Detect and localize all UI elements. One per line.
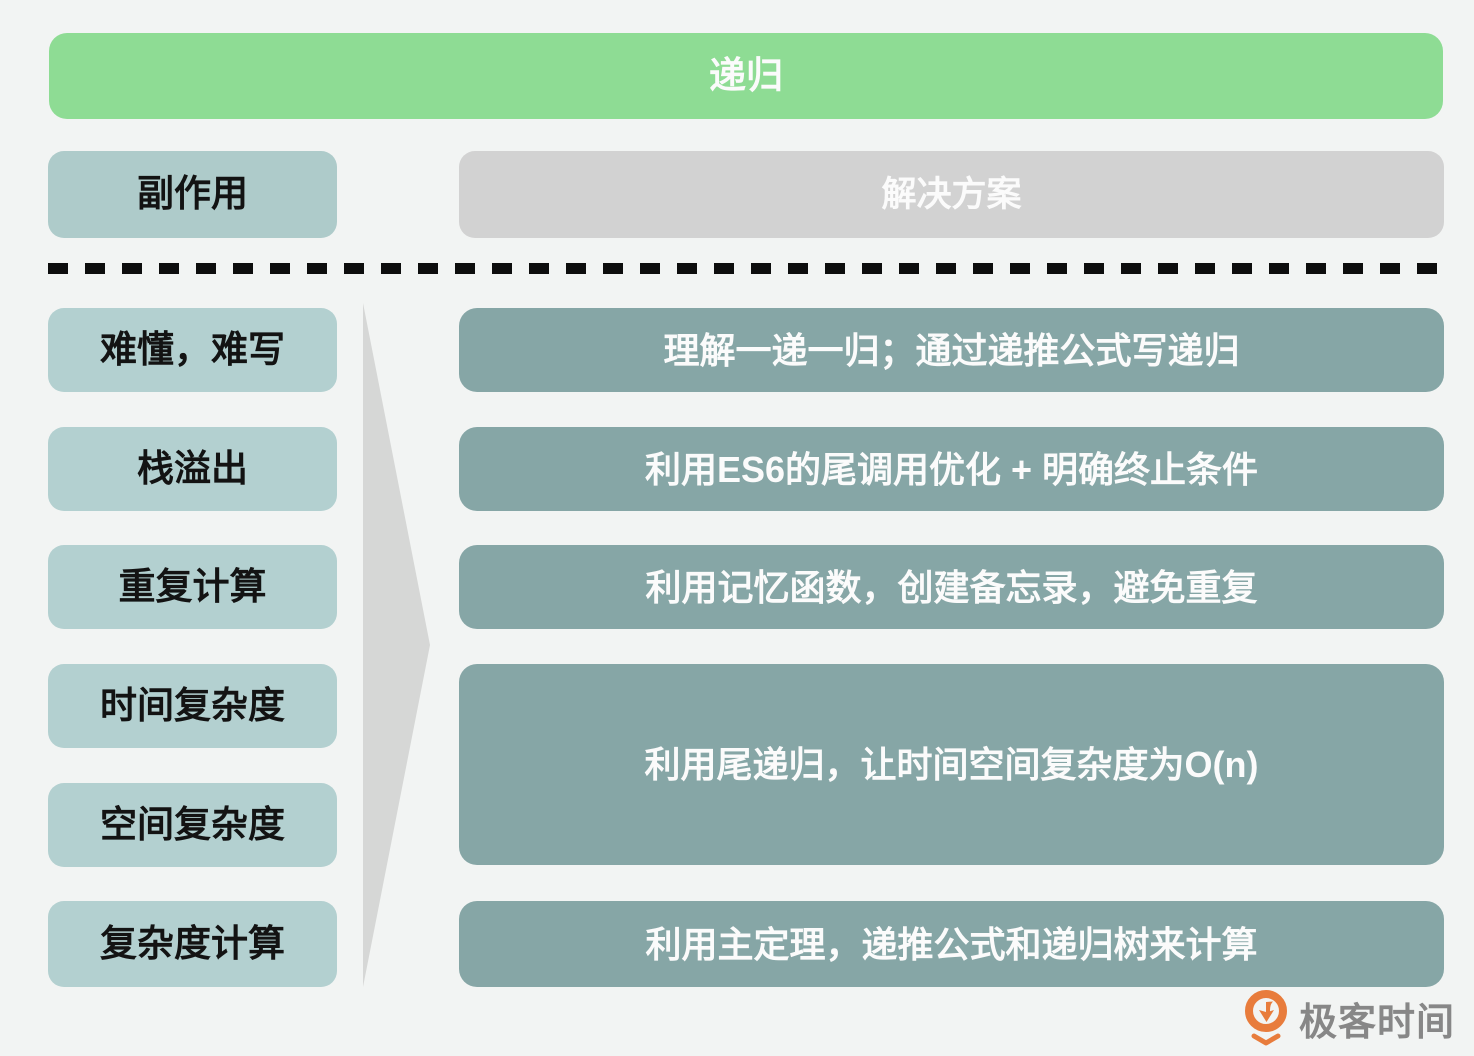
- solution-item-5: 利用主定理，递推公式和递归树来计算: [459, 901, 1444, 987]
- problem-item-3: 重复计算: [48, 545, 337, 629]
- problem-item-2: 栈溢出: [48, 427, 337, 511]
- solution-label: 利用主定理，递推公式和递归树来计算: [645, 923, 1258, 965]
- solution-label: 利用尾递归，让时间空间复杂度为O(n): [644, 744, 1259, 785]
- problem-label: 重复计算: [118, 565, 267, 607]
- solution-item-4: 利用尾递归，让时间空间复杂度为O(n): [459, 664, 1444, 865]
- geektime-logo-text: 极客时间: [1299, 1001, 1456, 1044]
- solution-item-2: 利用ES6的尾调用优化 + 明确终止条件: [459, 427, 1444, 511]
- geektime-logo: 极客时间: [1243, 988, 1455, 1048]
- problems-header: 副作用: [48, 151, 337, 238]
- problem-label: 空间复杂度: [100, 803, 285, 845]
- problem-item-1: 难懂，难写: [48, 308, 337, 392]
- problem-label: 时间复杂度: [100, 684, 285, 726]
- title-banner: 递归: [49, 33, 1443, 119]
- problem-item-5: 空间复杂度: [48, 783, 337, 867]
- dashed-divider: [48, 263, 1446, 274]
- title-label: 递归: [709, 54, 783, 96]
- problem-item-4: 时间复杂度: [48, 664, 337, 748]
- solutions-header-label: 解决方案: [881, 174, 1022, 214]
- geektime-logo-icon: [1245, 990, 1287, 1046]
- solution-item-1: 理解一递一归；通过递推公式写递归: [459, 308, 1444, 392]
- problem-label: 栈溢出: [137, 447, 248, 489]
- solution-label: 利用记忆函数，创建备忘录，避免重复: [645, 566, 1258, 608]
- solutions-header: 解决方案: [459, 151, 1444, 238]
- problem-item-6: 复杂度计算: [48, 901, 337, 987]
- solution-label: 理解一递一归；通过递推公式写递归: [663, 329, 1240, 371]
- problem-label: 难懂，难写: [100, 328, 285, 370]
- problems-header-label: 副作用: [137, 173, 248, 215]
- problem-label: 复杂度计算: [100, 922, 285, 964]
- solution-item-3: 利用记忆函数，创建备忘录，避免重复: [459, 545, 1444, 629]
- right-arrow-icon: [363, 303, 430, 987]
- solution-label: 利用ES6的尾调用优化 + 明确终止条件: [644, 448, 1259, 490]
